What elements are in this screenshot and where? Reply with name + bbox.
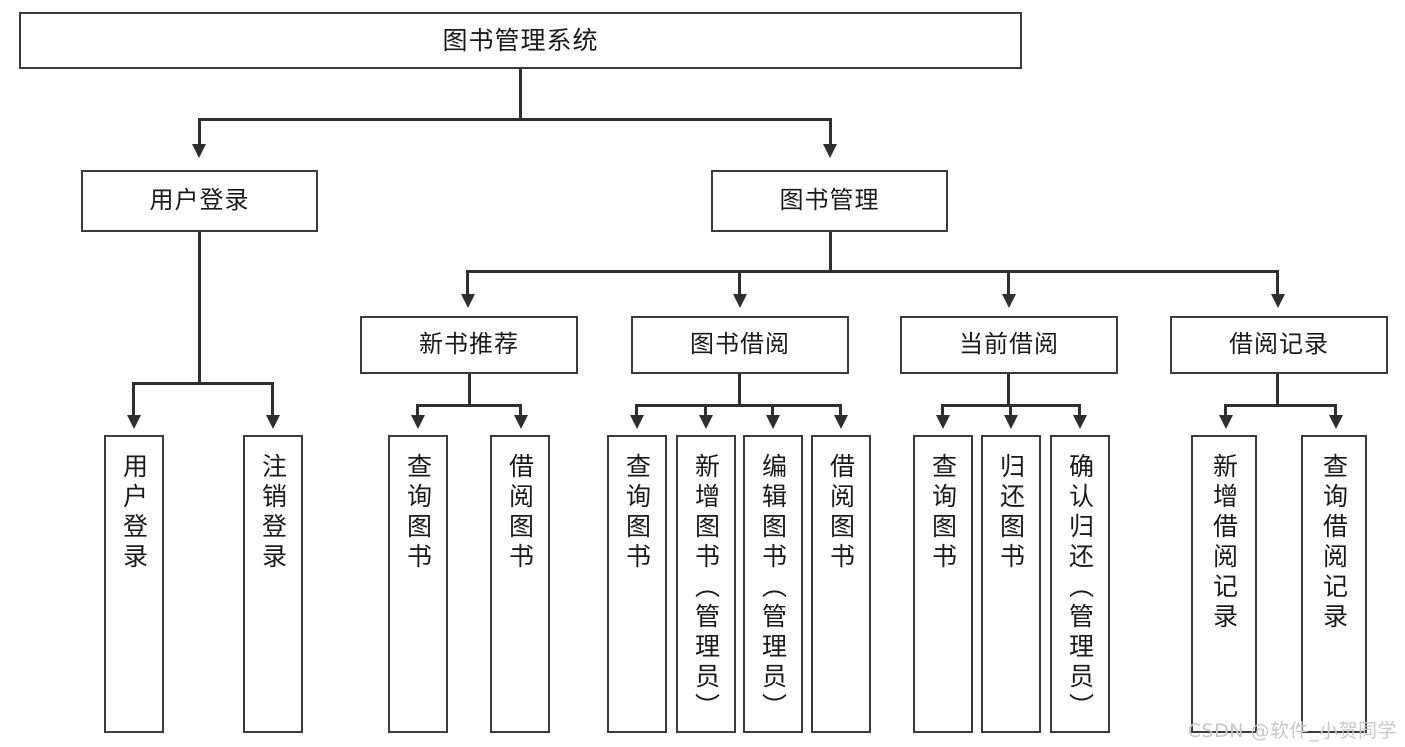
arrow-to-book-borrow <box>733 294 747 308</box>
edge-current-borrow-down <box>1007 374 1010 406</box>
node-label: 图书借阅 <box>690 330 790 359</box>
node-root-system[interactable]: 图书管理系统 <box>19 12 1022 69</box>
edge-book-management-down <box>829 232 832 272</box>
node-leaf-confirm-return-admin[interactable]: 确认归还（管理员） <box>1050 435 1110 733</box>
arrow-to-leaf-edit-book-admin <box>766 415 780 429</box>
node-label: 查询图书 <box>403 453 433 573</box>
edge-bb-to-leaf-1 <box>635 404 638 417</box>
edge-borrow-record-down <box>1276 374 1279 406</box>
arrow-to-leaf-user-login <box>127 415 141 429</box>
node-label: 新增图书（管理员） <box>691 453 721 723</box>
edge-bb-to-leaf-4 <box>839 404 842 417</box>
node-leaf-query-book-3[interactable]: 查询图书 <box>913 435 973 733</box>
arrow-to-leaf-confirm-return-admin <box>1073 415 1087 429</box>
arrow-to-leaf-add-book-admin <box>699 415 713 429</box>
edge-borrow-record-bus <box>1224 404 1337 407</box>
node-label: 图书管理 <box>779 186 880 215</box>
arrow-to-leaf-query-book-1 <box>411 415 425 429</box>
node-label: 查询图书 <box>928 453 958 573</box>
arrow-to-leaf-query-record <box>1329 415 1343 429</box>
edge-user-login-to-leaf-1 <box>132 382 135 417</box>
edge-bus-to-current-borrow <box>1007 270 1010 296</box>
arrow-to-leaf-logout <box>266 415 280 429</box>
node-label: 查询借阅记录 <box>1319 453 1349 633</box>
arrow-to-borrow-record <box>1271 294 1285 308</box>
edge-user-login-to-leaf-2 <box>271 382 274 417</box>
node-leaf-add-record[interactable]: 新增借阅记录 <box>1191 435 1257 733</box>
edge-nbr-to-leaf-1 <box>416 404 419 417</box>
arrow-to-leaf-query-book-2 <box>630 415 644 429</box>
arrow-to-leaf-borrow-book-2 <box>834 415 848 429</box>
node-leaf-borrow-book-1[interactable]: 借阅图书 <box>490 435 550 733</box>
arrow-to-leaf-query-book-3 <box>936 415 950 429</box>
node-label: 查询图书 <box>622 453 652 573</box>
arrow-to-leaf-add-record <box>1219 415 1233 429</box>
node-label: 新书推荐 <box>419 330 519 359</box>
node-label: 确认归还（管理员） <box>1065 453 1095 723</box>
edge-book-borrow-bus <box>635 404 841 407</box>
edge-bus-to-book-borrow <box>738 270 741 296</box>
edge-level3-bus <box>466 270 1279 273</box>
edge-user-login-down <box>198 232 201 384</box>
edge-bus-to-book-management <box>829 118 832 146</box>
node-leaf-query-record[interactable]: 查询借阅记录 <box>1301 435 1367 733</box>
node-leaf-return-book[interactable]: 归还图书 <box>981 435 1041 733</box>
node-leaf-query-book-1[interactable]: 查询图书 <box>388 435 448 733</box>
node-user-login[interactable]: 用户登录 <box>81 170 318 232</box>
edge-bb-to-leaf-2 <box>704 404 707 417</box>
node-book-borrow[interactable]: 图书借阅 <box>631 316 849 374</box>
edge-bus-to-user-login <box>198 118 201 146</box>
node-label: 注销登录 <box>258 453 288 573</box>
arrow-to-current-borrow <box>1002 294 1016 308</box>
node-book-management[interactable]: 图书管理 <box>711 170 948 232</box>
node-label: 图书管理系统 <box>442 26 599 55</box>
edge-bus-to-borrow-record <box>1276 270 1279 296</box>
edge-cb-to-leaf-3 <box>1078 404 1081 417</box>
node-label: 用户登录 <box>119 453 149 573</box>
edge-root-down <box>519 69 522 120</box>
node-leaf-add-book-admin[interactable]: 新增图书（管理员） <box>676 435 736 733</box>
node-label: 用户登录 <box>149 186 250 215</box>
node-label: 当前借阅 <box>959 330 1059 359</box>
node-leaf-user-login[interactable]: 用户登录 <box>104 435 164 733</box>
node-label: 借阅记录 <box>1229 330 1329 359</box>
edge-root-bus <box>198 118 831 121</box>
node-new-book-recommend[interactable]: 新书推荐 <box>360 316 578 374</box>
node-current-borrow[interactable]: 当前借阅 <box>900 316 1118 374</box>
edge-cb-to-leaf-1 <box>941 404 944 417</box>
edge-bus-to-new-book-recommend <box>466 270 469 296</box>
edge-book-borrow-down <box>738 374 741 406</box>
node-label: 归还图书 <box>996 453 1026 573</box>
edge-cb-to-leaf-2 <box>1009 404 1012 417</box>
edge-nbr-to-leaf-2 <box>519 404 522 417</box>
arrow-to-book-management <box>823 144 837 158</box>
node-label: 借阅图书 <box>505 453 535 573</box>
node-leaf-edit-book-admin[interactable]: 编辑图书（管理员） <box>743 435 803 733</box>
arrow-to-leaf-return-book <box>1004 415 1018 429</box>
node-leaf-borrow-book-2[interactable]: 借阅图书 <box>811 435 871 733</box>
edge-user-login-bus <box>132 382 272 385</box>
edge-br-to-leaf-1 <box>1224 404 1227 417</box>
node-leaf-logout[interactable]: 注销登录 <box>243 435 303 733</box>
node-borrow-record[interactable]: 借阅记录 <box>1170 316 1388 374</box>
node-leaf-query-book-2[interactable]: 查询图书 <box>607 435 667 733</box>
node-label: 借阅图书 <box>826 453 856 573</box>
edge-br-to-leaf-2 <box>1334 404 1337 417</box>
edge-bb-to-leaf-3 <box>771 404 774 417</box>
node-label: 新增借阅记录 <box>1209 453 1239 633</box>
arrow-to-new-book-recommend <box>461 294 475 308</box>
edge-new-book-recommend-bus <box>416 404 522 407</box>
edge-new-book-recommend-down <box>468 374 471 406</box>
node-label: 编辑图书（管理员） <box>758 453 788 723</box>
arrow-to-user-login <box>192 144 206 158</box>
arrow-to-leaf-borrow-book-1 <box>514 415 528 429</box>
